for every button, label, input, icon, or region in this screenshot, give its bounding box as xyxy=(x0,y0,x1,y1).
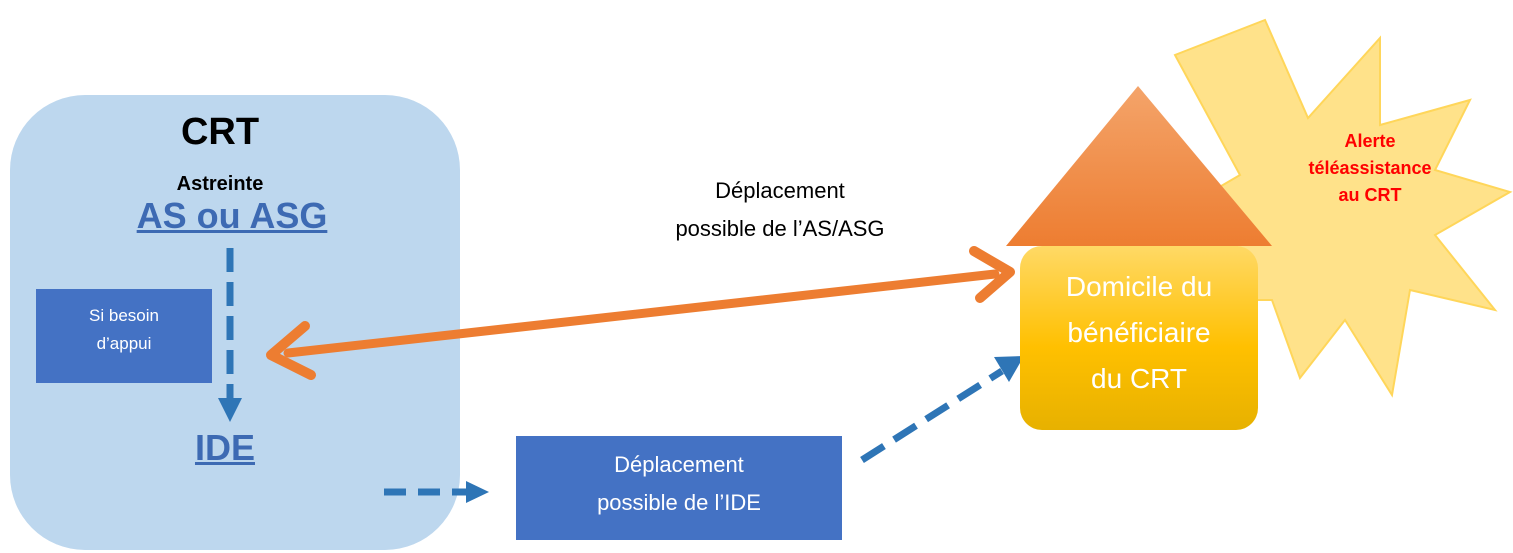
home-line: Domicile du xyxy=(1065,271,1213,302)
ide-to-move-arrowhead xyxy=(466,481,489,503)
support-box-line: Si besoin xyxy=(89,306,159,325)
support-box-line: d’appui xyxy=(96,334,152,353)
house-roof xyxy=(1006,86,1272,246)
ide-move-box xyxy=(516,436,842,540)
alert-line: au CRT xyxy=(1338,185,1402,205)
home-line: du CRT xyxy=(1091,363,1187,394)
crt-title: CRT xyxy=(180,111,260,153)
alert-text: Alerte téléassistance au CRT xyxy=(1290,128,1450,209)
ide-move-text: Déplacement possible de l’IDE xyxy=(516,446,842,522)
ide-move-line: Déplacement xyxy=(614,452,744,477)
as-travel-arrowhead-right xyxy=(969,246,1015,303)
home-line: bénéficiaire xyxy=(1067,317,1211,348)
on-call-label: Astreinte xyxy=(176,173,264,195)
as-asg-role: AS ou ASG xyxy=(136,195,328,236)
move-to-home-arrowhead xyxy=(994,356,1024,382)
support-box xyxy=(36,289,212,383)
ide-move-line: possible de l’IDE xyxy=(597,490,761,515)
as-to-ide-arrowhead xyxy=(218,398,242,422)
house-body xyxy=(1020,246,1258,430)
as-travel-arrowhead-left xyxy=(266,321,316,380)
home-text: Domicile du bénéficiaire du CRT xyxy=(1020,264,1258,402)
ide-role: IDE xyxy=(194,427,255,468)
as-travel-arrow-shaft xyxy=(283,269,1000,358)
crt-panel xyxy=(10,95,460,550)
as-move-line: possible de l’AS/ASG xyxy=(675,216,885,241)
as-move-label: Déplacement possible de l’AS/ASG xyxy=(620,172,940,248)
move-to-home-dashed-arrow xyxy=(860,368,1004,463)
support-box-text: Si besoin d’appui xyxy=(36,302,212,358)
alert-line: téléassistance xyxy=(1308,158,1432,178)
alert-line: Alerte xyxy=(1344,131,1396,151)
as-move-line: Déplacement xyxy=(715,178,845,203)
